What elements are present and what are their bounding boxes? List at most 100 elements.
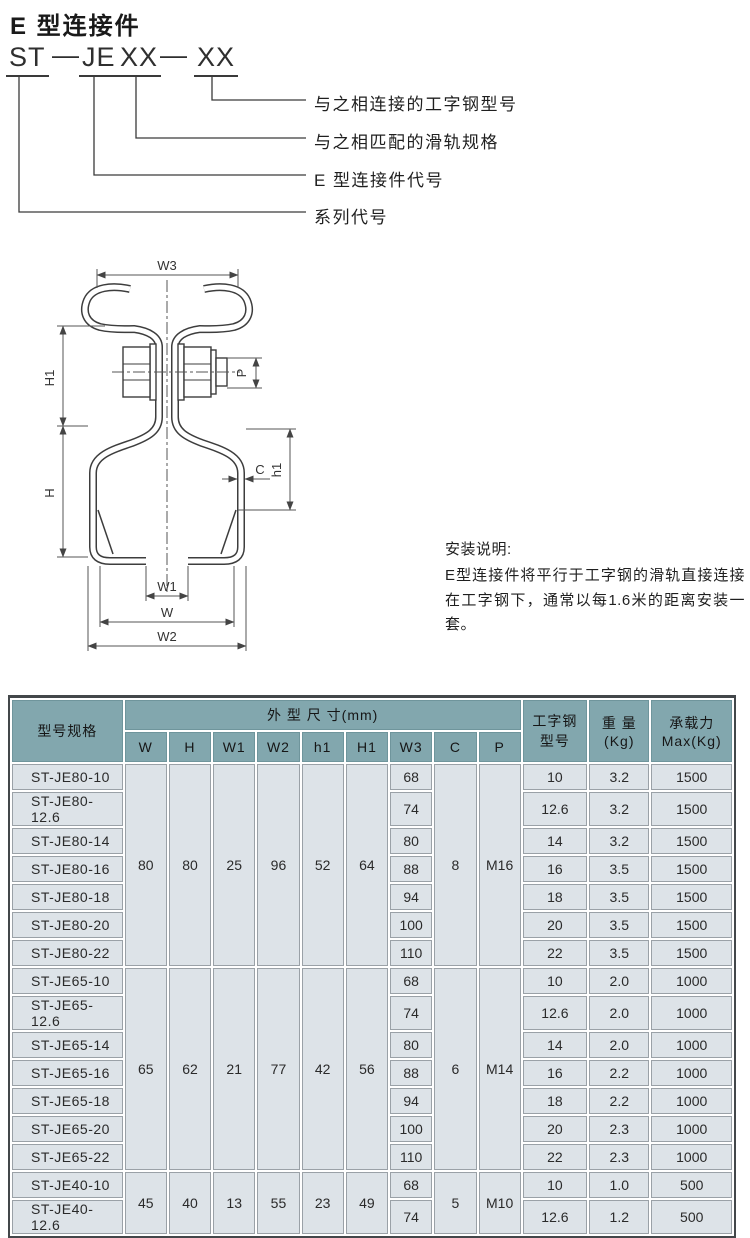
beam-cell: 10 [522,968,588,994]
beam-cell: 10 [522,764,588,790]
model-cell: ST-JE40-12.6 [12,1200,123,1234]
model-code-dash: — [52,40,80,70]
table-row: ST-JE80-12.6 74 12.6 3.2 1500 [12,792,732,826]
header-row-dims: W H W1 W2 h1 H1 W3 C P [12,732,732,762]
model-cell: ST-JE65-14 [12,1032,123,1058]
col-header-weight-line1: 重 量 [601,715,637,731]
load-cell: 1000 [651,1144,732,1170]
model-cell: ST-JE80-10 [12,764,123,790]
dim-cell-W3: 74 [390,996,433,1030]
dim-cell-h1: 52 [301,764,344,966]
dim-cell-W3: 100 [390,1116,433,1142]
weight-cell: 3.2 [589,828,650,854]
dim-cell-W3: 74 [390,1200,433,1234]
dim-cell-W3: 80 [390,1032,433,1058]
install-notes-body: E型连接件将平行于工字钢的滑轨直接连接在工字钢下，通常以每1.6米的距离安装一套… [445,567,745,633]
beam-cell: 22 [522,1144,588,1170]
callout-rail-spec: 与之相匹配的滑轨规格 [314,133,499,152]
model-code-dash2: — [160,40,188,70]
dim-label-w2: W2 [157,629,177,644]
beam-cell: 14 [522,828,588,854]
load-cell: 1000 [651,1060,732,1086]
model-cell: ST-JE80-12.6 [12,792,123,826]
load-cell: 1500 [651,884,732,910]
col-header-weight-line2: (Kg) [604,733,635,749]
dim-label-p: P [234,369,249,378]
weight-cell: 2.0 [589,968,650,994]
dim-cell-W3: 94 [390,884,433,910]
dim-cell-P: M10 [478,1172,521,1234]
col-header-load-line1: 承载力 [669,715,715,731]
model-cell: ST-JE65-18 [12,1088,123,1114]
top-section: E 型连接件 ST — JE XX — XX 与之相连接的工字钢型号 与之相匹配… [6,13,745,651]
col-header-beam-line2: 型号 [539,733,570,749]
dim-cell-H: 80 [168,764,212,966]
model-cell: ST-JE65-12.6 [12,996,123,1030]
dim-label-c: C [255,462,264,477]
model-cell: ST-JE65-16 [12,1060,123,1086]
table-row: ST-JE80-16 88 16 3.5 1500 [12,856,732,882]
load-cell: 1000 [651,1088,732,1114]
beam-cell: 12.6 [522,996,588,1030]
dim-cell-C: 6 [434,968,477,1170]
col-header-W1: W1 [213,732,256,762]
weight-cell: 3.5 [589,884,650,910]
load-cell: 1500 [651,856,732,882]
col-header-beam-line1: 工字钢 [532,713,578,729]
dim-cell-h1: 42 [301,968,344,1170]
table-row: ST-JE80-22 110 22 3.5 1500 [12,940,732,966]
dim-cell-W: 65 [124,968,167,1170]
dim-cell-W3: 110 [390,940,433,966]
dim-cell-W3: 94 [390,1088,433,1114]
col-header-weight: 重 量 (Kg) [589,700,650,762]
weight-cell: 3.2 [589,764,650,790]
weight-cell: 3.2 [589,792,650,826]
col-header-H: H [168,732,212,762]
dim-cell-W2: 55 [257,1172,300,1234]
load-cell: 1000 [651,1032,732,1058]
model-code-series: ST [6,44,49,77]
load-cell: 1500 [651,764,732,790]
header-row: 型号规格 外 型 尺 寸(mm) 工字钢 型号 重 量 (Kg) 承载力 Max… [12,700,732,762]
dim-cell-W3: 74 [390,792,433,826]
dim-cell-W3: 68 [390,764,433,790]
col-header-h1: h1 [301,732,344,762]
beam-cell: 16 [522,856,588,882]
table-row: ST-JE80-14 80 14 3.2 1500 [12,828,732,854]
col-header-W2: W2 [257,732,300,762]
col-header-W: W [124,732,167,762]
dim-cell-W3: 88 [390,1060,433,1086]
spec-table: 型号规格 外 型 尺 寸(mm) 工字钢 型号 重 量 (Kg) 承载力 Max… [8,695,736,1238]
dim-cell-H1: 49 [345,1172,389,1234]
callout-leader-lines [18,76,306,213]
dim-cell-W2: 96 [257,764,300,966]
load-cell: 1000 [651,968,732,994]
load-cell: 500 [651,1172,732,1198]
dim-cell-W3: 110 [390,1144,433,1170]
col-header-W3: W3 [390,732,433,762]
weight-cell: 1.2 [589,1200,650,1234]
beam-cell: 20 [522,1116,588,1142]
col-header-model: 型号规格 [12,700,123,762]
table-row: ST-JE65-10 65 62 21 77 42 56 68 6 M14 10… [12,968,732,1170]
dim-cell-W: 80 [124,764,167,966]
model-cell: ST-JE80-22 [12,940,123,966]
weight-cell: 2.3 [589,1116,650,1142]
model-cell: ST-JE40-10 [12,1172,123,1198]
col-header-beam: 工字钢 型号 [522,700,588,762]
col-header-dims-group: 外 型 尺 寸(mm) [124,700,521,730]
beam-cell: 22 [522,940,588,966]
model-cell: ST-JE80-14 [12,828,123,854]
table-row: ST-JE65-22 110 22 2.3 1000 [12,1144,732,1170]
callout-beam-type: 与之相连接的工字钢型号 [314,95,518,114]
model-cell: ST-JE65-20 [12,1116,123,1142]
table-row: ST-JE65-12.6 74 12.6 2.0 1000 [12,996,732,1030]
table-row: ST-JE65-18 94 18 2.2 1000 [12,1088,732,1114]
weight-cell: 3.5 [589,940,650,966]
dim-cell-H: 40 [168,1172,212,1234]
dim-label-h1-lower: h1 [269,463,284,477]
weight-cell: 3.5 [589,856,650,882]
beam-cell: 14 [522,1032,588,1058]
table-row: ST-JE80-10 80 80 25 96 52 64 68 8 M16 10… [12,764,732,966]
load-cell: 1500 [651,828,732,854]
